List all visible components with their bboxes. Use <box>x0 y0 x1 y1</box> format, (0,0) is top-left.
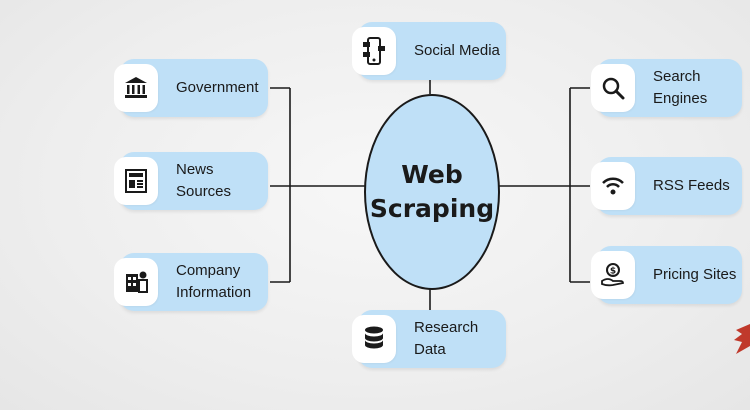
node-label-news-sources: News Sources <box>176 161 232 200</box>
bank-icon <box>116 66 156 110</box>
node-research-data: Research Data <box>354 310 506 368</box>
node-news-sources: News Sources <box>116 152 268 210</box>
center-node-web-scraping: Web Scraping <box>364 94 500 290</box>
company-building-icon <box>116 260 156 304</box>
node-company-information: Company Information <box>116 253 268 311</box>
node-label-social-media: Social Media <box>414 42 500 59</box>
price-tag-icon: $ <box>593 253 633 297</box>
node-pricing-sites: $ Pricing Sites <box>593 246 742 304</box>
database-icon <box>354 317 394 361</box>
newspaper-icon <box>116 159 156 203</box>
node-label-rss-feeds: RSS Feeds <box>653 177 730 194</box>
node-label-government: Government <box>176 79 259 96</box>
node-label-company-information: Company Information <box>176 262 252 301</box>
node-label-search-engines: Search Engines <box>653 68 708 107</box>
center-title-line1: Web <box>401 160 463 189</box>
search-icon <box>593 66 633 110</box>
svg-text:$: $ <box>610 267 616 277</box>
node-rss-feeds: RSS Feeds <box>593 157 742 215</box>
node-government: Government <box>116 59 268 117</box>
node-search-engines: Search Engines <box>593 59 742 117</box>
node-label-pricing-sites: Pricing Sites <box>653 266 737 283</box>
center-title-line2: Scraping <box>369 194 495 223</box>
brand-logo-mark <box>734 324 750 354</box>
node-social-media: Social Media <box>354 22 506 80</box>
social-media-icon <box>354 29 394 73</box>
node-label-research-data: Research Data <box>414 319 479 358</box>
rss-icon <box>593 164 633 208</box>
